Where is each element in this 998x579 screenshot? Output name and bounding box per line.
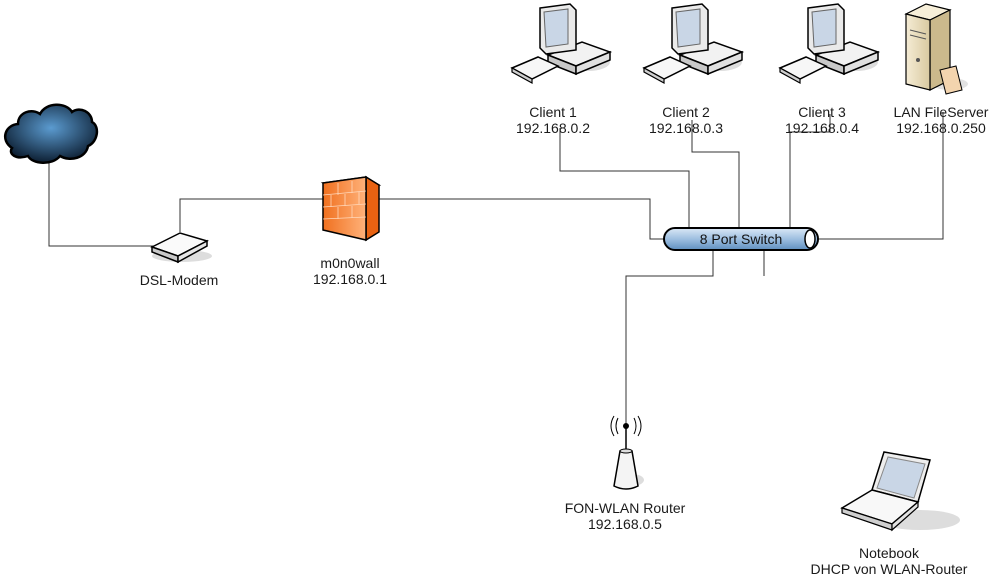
- wlan-label: FON-WLAN Router 192.168.0.5: [565, 500, 686, 532]
- firewall-label: m0n0wall 192.168.0.1: [313, 255, 387, 287]
- client1-ip: 192.168.0.2: [516, 120, 590, 136]
- notebook-ip: DHCP von WLAN-Router: [810, 561, 968, 577]
- link-client2-switch: [691, 120, 740, 228]
- modem-name: DSL-Modem: [139, 272, 219, 288]
- cloud-icon: [3, 103, 99, 164]
- desktop-computer-icon: [510, 3, 613, 85]
- wireless-access-point-icon: [610, 415, 644, 490]
- laptop-icon: [840, 451, 960, 532]
- server-icon: [904, 3, 968, 95]
- fileserver-ip: 192.168.0.250: [896, 120, 986, 136]
- modem-label: DSL-Modem: [140, 272, 219, 288]
- firewall-icon: [320, 175, 382, 242]
- desktop-computer-icon: [643, 3, 743, 84]
- client1-name: Client 1: [529, 104, 577, 120]
- wlan-ip: 192.168.0.5: [588, 516, 662, 532]
- link-switch-wlan: [625, 250, 714, 425]
- firewall-name: m0n0wall: [320, 255, 380, 271]
- switch-icon[interactable]: [663, 227, 819, 251]
- connection-lines: [48, 112, 944, 425]
- link-internet-modem: [48, 160, 155, 247]
- notebook-label: Notebook DHCP von WLAN-Router: [811, 545, 968, 577]
- client2-label: Client 2 192.168.0.3: [649, 104, 723, 136]
- client2-ip: 192.168.0.3: [649, 120, 723, 136]
- client3-name: Client 3: [798, 104, 846, 120]
- client3-label: Client 3 192.168.0.4: [785, 104, 859, 136]
- notebook-name: Notebook: [859, 545, 919, 561]
- client1-label: Client 1 192.168.0.2: [516, 104, 590, 136]
- wlan-name: FON-WLAN Router: [564, 500, 686, 516]
- link-client3-switch: [789, 114, 831, 228]
- client3-ip: 192.168.0.4: [785, 120, 859, 136]
- fileserver-name: LAN FileServer: [893, 104, 989, 120]
- link-client1-switch: [559, 128, 690, 228]
- modem-icon: [150, 232, 212, 264]
- fileserver-label: LAN FileServer 192.168.0.250: [894, 104, 989, 136]
- switch-label: 8 Port Switch: [699, 231, 783, 247]
- link-fileserver-switch: [816, 112, 944, 240]
- link-modem-firewall: [179, 198, 666, 240]
- firewall-ip: 192.168.0.1: [313, 271, 387, 287]
- client2-name: Client 2: [662, 104, 710, 120]
- desktop-computer-icon: [779, 3, 879, 84]
